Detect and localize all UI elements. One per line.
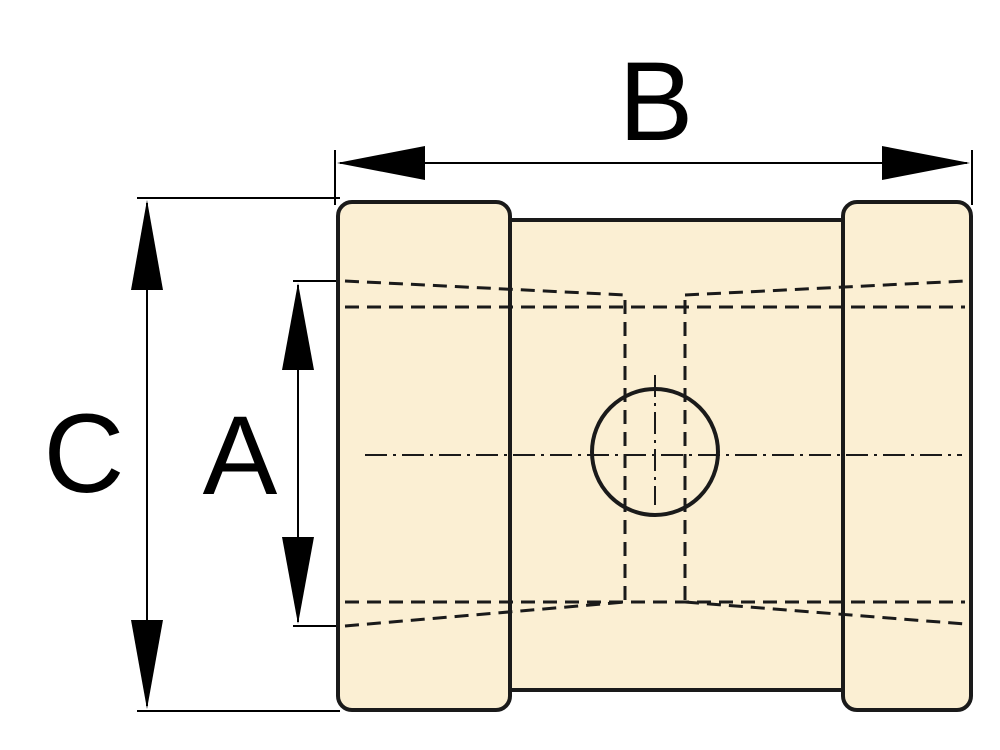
side-port-circle	[590, 387, 720, 517]
dimension-b-label: B	[619, 39, 694, 164]
bore-line-bottom-outer-right	[684, 600, 966, 626]
hidden-lines	[344, 279, 966, 628]
bore-line-top-outer	[344, 279, 626, 297]
dimension-b-arrow-left	[337, 146, 425, 180]
dimension-b-arrow-right	[882, 146, 970, 180]
bore-line-bottom-outer	[344, 600, 626, 628]
center-lines	[365, 375, 962, 505]
dimension-c-label: C	[44, 391, 125, 516]
dimension-b: B	[334, 39, 973, 205]
right-flange	[841, 200, 973, 712]
dimension-a-label: A	[203, 393, 278, 518]
dimension-c-arrow-top	[131, 200, 163, 290]
dimension-a-arrow-bottom	[282, 537, 314, 624]
dimension-a: A	[203, 280, 345, 627]
dimension-c: C	[44, 197, 340, 712]
dimension-a-arrow-top	[282, 283, 314, 370]
dimension-c-arrow-bottom	[131, 620, 163, 709]
bore-line-top-outer-right	[684, 279, 966, 297]
